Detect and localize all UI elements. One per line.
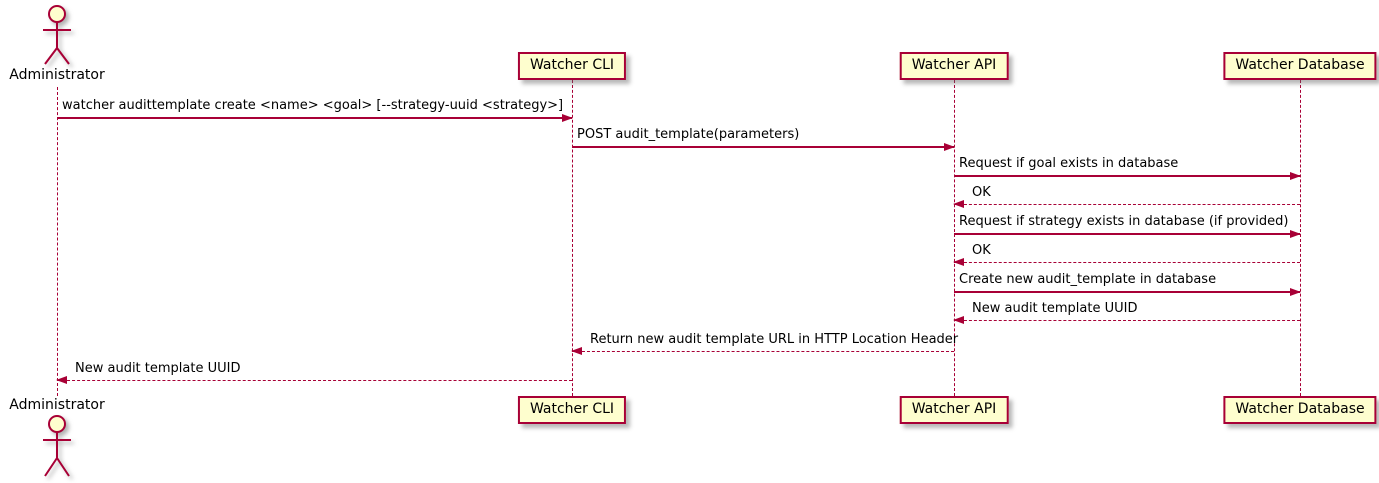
message-line — [57, 380, 572, 381]
message-label: Request if goal exists in database — [959, 156, 1179, 171]
message-label: Return new audit template URL in HTTP Lo… — [590, 332, 959, 347]
message-label: OK — [972, 243, 991, 258]
lifeline-watcher-api — [954, 80, 955, 396]
message-line — [57, 117, 572, 119]
message-arrowhead-icon — [1290, 171, 1301, 180]
message-line — [954, 262, 1300, 263]
message-arrowhead-icon — [953, 258, 964, 266]
message-line — [954, 291, 1300, 293]
message-label: OK — [972, 185, 991, 200]
actor-icon — [43, 5, 71, 65]
participant-watcher-api-bottom: Watcher API — [899, 396, 1009, 424]
message-arrowhead-icon — [571, 347, 582, 355]
message-arrowhead-icon — [56, 376, 67, 384]
message-arrowhead-icon — [1290, 229, 1301, 238]
participant-watcher-api-top: Watcher API — [899, 52, 1009, 80]
message-arrowhead-icon — [953, 200, 964, 208]
message-label: watcher audittemplate create <name> <goa… — [62, 98, 564, 113]
message-arrowhead-icon — [953, 316, 964, 324]
message-label: Request if strategy exists in database (… — [959, 214, 1289, 229]
actor-administrator-bottom-label: Administrator — [9, 397, 105, 413]
message-label: New audit template UUID — [75, 361, 241, 376]
message-line — [954, 233, 1300, 235]
message-label: POST audit_template(parameters) — [577, 127, 800, 142]
lifeline-administrator — [57, 87, 58, 396]
message-label: Create new audit_template in database — [959, 272, 1217, 287]
message-line — [572, 351, 954, 352]
message-arrowhead-icon — [1290, 287, 1301, 296]
message-line — [954, 175, 1300, 177]
participant-watcher-database-bottom: Watcher Database — [1223, 396, 1377, 424]
participant-watcher-database-top: Watcher Database — [1223, 52, 1377, 80]
message-arrowhead-icon — [944, 142, 955, 151]
actor-administrator-top-label: Administrator — [9, 67, 105, 83]
lifeline-watcher-database — [1300, 80, 1301, 396]
message-arrowhead-icon — [562, 113, 573, 122]
message-label: New audit template UUID — [972, 301, 1138, 316]
participant-watcher-cli-top: Watcher CLI — [517, 52, 627, 80]
message-line — [572, 146, 954, 148]
lifeline-watcher-cli — [572, 80, 573, 396]
message-line — [954, 204, 1300, 205]
actor-icon — [43, 415, 71, 477]
participant-watcher-cli-bottom: Watcher CLI — [517, 396, 627, 424]
message-line — [954, 320, 1300, 321]
